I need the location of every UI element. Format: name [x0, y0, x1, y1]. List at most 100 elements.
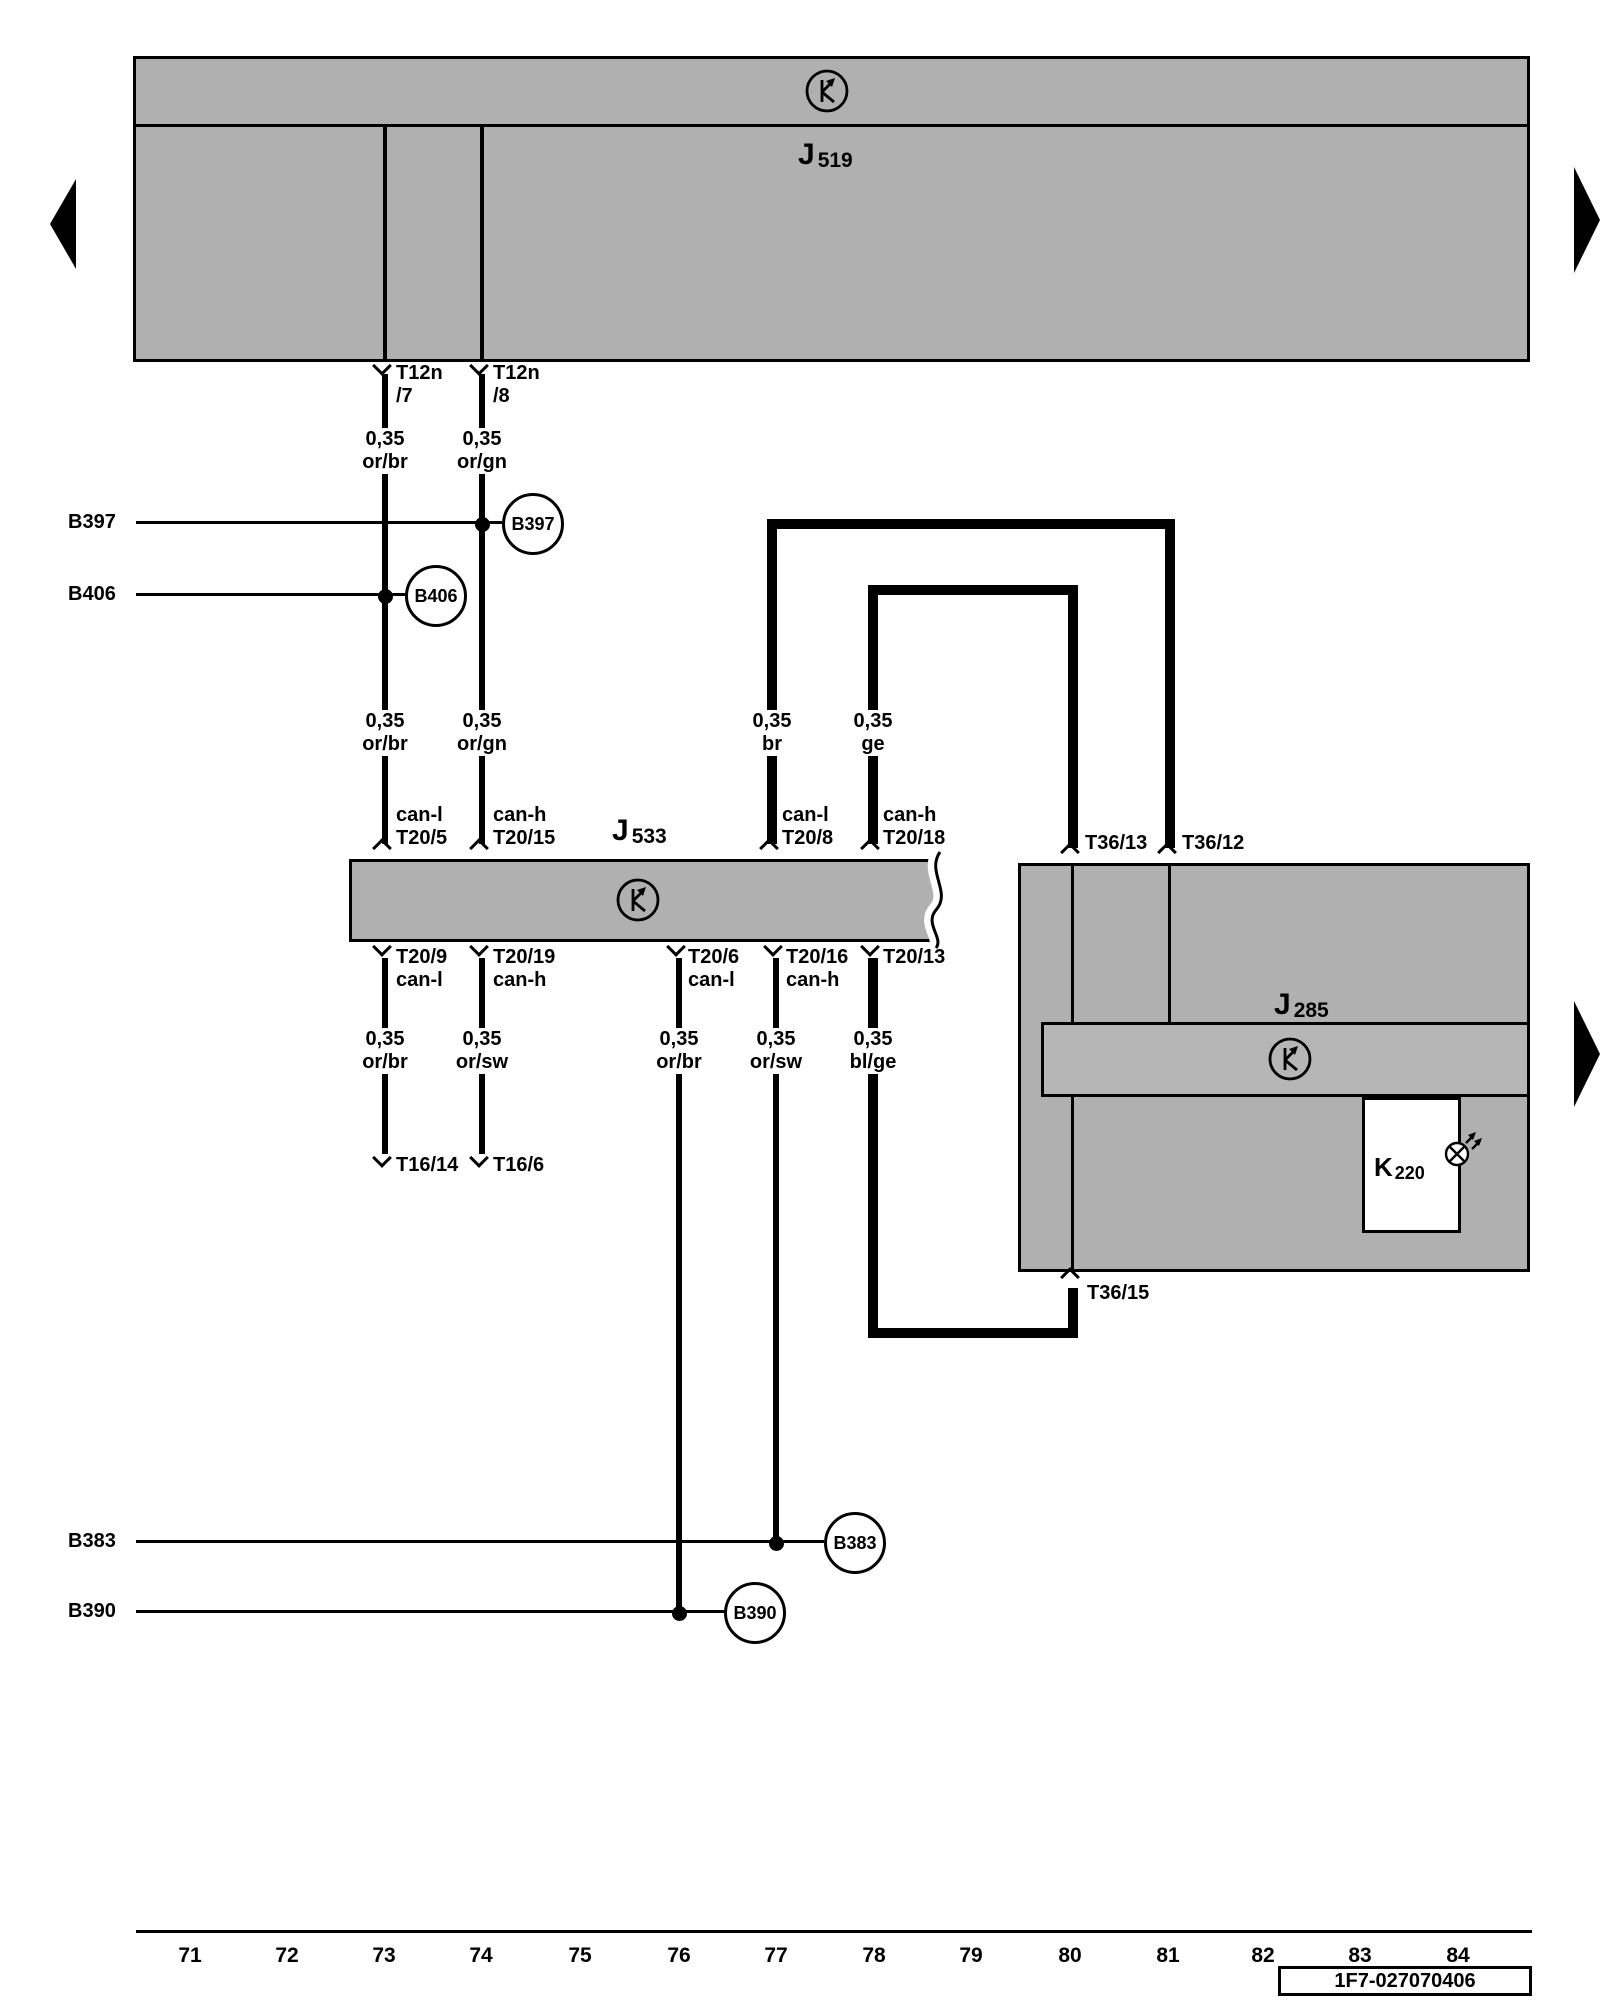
loop-wire-bl-ge-vertical-left [868, 958, 878, 1338]
terminal-label-t16-6: T16/6 [493, 1154, 545, 1176]
terminal-label-t20-18: can-h T20/18 [883, 804, 946, 849]
grid-number-84: 84 [1446, 1944, 1470, 1967]
bus-wire-br-vertical-right [1165, 519, 1175, 848]
b406-circle-label: B406 [414, 585, 458, 606]
component-box-j519 [133, 56, 1530, 362]
grid-number-74: 74 [469, 1944, 493, 1967]
j285-internal-wire-3 [1071, 1097, 1074, 1269]
wire-spec-lower-3: 0,35 or/br [639, 1028, 719, 1074]
grid-ruler-line [136, 1930, 1532, 1933]
bus-wire-ge-vertical-right [1068, 585, 1078, 848]
j285-num: 285 [1293, 999, 1329, 1022]
k220-num: 220 [1394, 1163, 1425, 1183]
terminal-label-t36-13: T36/13 [1085, 832, 1148, 854]
control-unit-icon-j533 [616, 878, 660, 922]
wire-spec-lower-4: 0,35 or/sw [736, 1028, 816, 1074]
j519-internal-wire-1 [383, 127, 387, 362]
terminal-chevron-t16-14-icon [372, 1148, 392, 1168]
b383-lead-line [136, 1540, 824, 1543]
wire-spec-mid-2: 0,35 or/gn [442, 710, 522, 756]
terminal-label-t36-12: T36/12 [1182, 832, 1245, 854]
component-box-j533 [349, 859, 938, 942]
grid-number-75: 75 [568, 1944, 592, 1967]
j285-internal-wire-2 [1168, 866, 1171, 1022]
b383-left-label: B383 [68, 1530, 116, 1552]
b390-junction-dot [672, 1606, 687, 1621]
b390-lead-line [136, 1610, 724, 1613]
wire-spec-lower-1: 0,35 or/br [345, 1028, 425, 1074]
break-mark [924, 848, 950, 952]
part-number-box: 1F7-027070406 [1278, 1966, 1532, 1996]
grid-number-83: 83 [1348, 1944, 1372, 1967]
b383-circle-label: B383 [833, 1532, 877, 1553]
terminal-label-t36-15: T36/15 [1087, 1282, 1150, 1304]
b397-circle-label: B397 [511, 513, 555, 534]
j533-num: 533 [631, 825, 667, 848]
terminal-label-t20-6: T20/6 can-l [688, 946, 740, 991]
terminal-label-t20-19: T20/19 can-h [493, 946, 556, 991]
connection-circle-b390: B390 [724, 1582, 786, 1644]
terminal-label-t20-5: can-l T20/5 [396, 804, 448, 849]
grid-number-73: 73 [372, 1944, 396, 1967]
wire-spec-lower-2: 0,35 or/sw [442, 1028, 522, 1074]
wire-spec-lower-5: 0,35 bl/ge [833, 1028, 913, 1074]
wire-can-l-or-br-upper [382, 374, 388, 844]
b390-circle-label: B390 [733, 1602, 777, 1623]
terminal-label-t12n-8: T12n /8 [493, 362, 540, 407]
grid-number-81: 81 [1156, 1944, 1180, 1967]
grid-number-71: 71 [178, 1944, 202, 1967]
b383-junction-dot [769, 1536, 784, 1551]
loop-wire-bl-ge-horizontal [868, 1328, 1078, 1338]
wire-can-h-or-gn-upper [479, 374, 485, 844]
j285-internal-wire-1 [1071, 866, 1074, 1022]
wire-spec-upper-2: 0,35 or/gn [442, 428, 522, 474]
b406-lead-line [136, 593, 405, 596]
control-unit-icon-j519 [805, 69, 849, 113]
continuation-arrow-left-icon[interactable] [50, 179, 76, 269]
wire-spec-upper-1: 0,35 or/br [345, 428, 425, 474]
k220-ref: K [1374, 1152, 1393, 1182]
j519-num: 519 [817, 149, 853, 172]
wire-spec-mid-4: 0,35 ge [833, 710, 913, 756]
component-box-k220 [1362, 1097, 1461, 1233]
j533-ref: J [612, 814, 629, 847]
connection-circle-b406: B406 [405, 565, 467, 627]
wire-spec-mid-3: 0,35 br [732, 710, 812, 756]
terminal-label-t20-13: T20/13 [883, 946, 946, 968]
grid-number-80: 80 [1058, 1944, 1082, 1967]
loop-wire-bl-ge-vertical-right [1068, 1288, 1078, 1338]
j285-control-strip [1041, 1022, 1530, 1097]
terminal-label-t20-9: T20/9 can-l [396, 946, 448, 991]
bus-wire-ge-horizontal [868, 585, 1078, 595]
wire-spec-mid-1: 0,35 or/br [345, 710, 425, 756]
b397-lead-line [136, 521, 502, 524]
b397-junction-dot [475, 517, 490, 532]
grid-number-82: 82 [1251, 1944, 1275, 1967]
b390-left-label: B390 [68, 1600, 116, 1622]
terminal-label-t20-16: T20/16 can-h [786, 946, 849, 991]
connection-circle-b383: B383 [824, 1512, 886, 1574]
continuation-arrow-right-mid-icon[interactable] [1574, 1001, 1600, 1107]
b406-left-label: B406 [68, 583, 116, 605]
control-unit-icon-j285 [1268, 1037, 1312, 1081]
j285-ref: J [1274, 988, 1291, 1021]
terminal-label-t20-15: can-h T20/15 [493, 804, 556, 849]
terminal-label-t20-8: can-l T20/8 [782, 804, 834, 849]
wire-or-sw-to-b383 [773, 958, 779, 1545]
j519-internal-wire-2 [480, 127, 484, 362]
grid-number-76: 76 [667, 1944, 691, 1967]
warning-lamp-icon-k220 [1444, 1132, 1482, 1167]
bus-wire-br-horizontal [767, 519, 1175, 529]
connection-circle-b397: B397 [502, 493, 564, 555]
terminal-chevron-t16-6-icon [469, 1148, 489, 1168]
terminal-chevron-t20-5-icon [372, 838, 392, 858]
terminal-chevron-t20-15-icon [469, 838, 489, 858]
b406-junction-dot [378, 589, 393, 604]
continuation-arrow-right-top-icon[interactable] [1574, 167, 1600, 273]
b397-left-label: B397 [68, 511, 116, 533]
wire-or-br-to-b390 [676, 958, 682, 1615]
terminal-label-t12n-7: T12n /7 [396, 362, 443, 407]
